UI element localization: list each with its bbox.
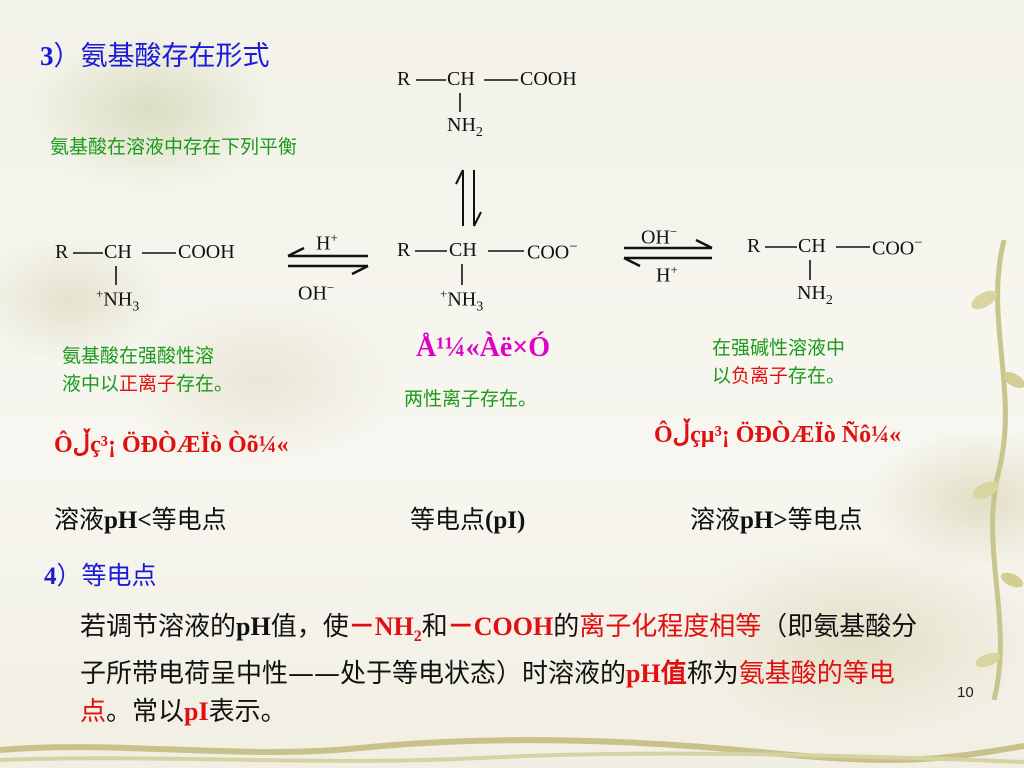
section-3-title: ）氨基酸存在形式: [53, 41, 270, 71]
left-garbled-migration: Ôڵç³¡ ÖÐÒÆÏò Òõ¼«: [54, 432, 289, 458]
right-r-group: R: [747, 235, 761, 257]
right-coo: COO−: [872, 235, 923, 260]
middle-coo: COO−: [527, 239, 578, 264]
right-garbled-migration: Ôڵçµ³¡ ÖÐÒÆÏò Ñô¼«: [654, 422, 902, 448]
middle-nh3: +NH3: [440, 286, 484, 315]
top-nh2: NH2: [447, 114, 483, 140]
label-ph-above-pi: 溶液pH>等电点: [690, 505, 863, 534]
right-basic-note: 在强碱性溶液中 以负离子存在。: [712, 337, 846, 387]
decorative-bottom-border: [0, 737, 1024, 764]
label-ph-below-pi: 溶液pH<等电点: [54, 505, 227, 534]
section-3-number: 3: [40, 41, 54, 71]
middle-garbled-label: Å¹¼«Àë×Ó: [416, 332, 550, 363]
carboxyl-group-term: －COOH: [447, 612, 554, 641]
decorative-vine: [971, 240, 1024, 700]
left-arrow-bottom-label: OH−: [298, 280, 335, 305]
middle-ch: CH: [449, 239, 477, 261]
equilibrium-note: 氨基酸在溶液中存在下列平衡: [50, 136, 298, 158]
section-4-title: ）等电点: [56, 563, 157, 590]
isoelectric-point-definition: 若调节溶液的pH值，使－NH2和－COOH的离子化程度相等（即氨基酸分子所带电荷…: [80, 612, 918, 728]
middle-zwitterion-note: 两性离子存在。: [404, 388, 538, 410]
right-nh2: NH2: [797, 282, 833, 308]
right-arrow-bottom-label: H+: [656, 262, 678, 287]
section-4-heading: 4）等电点: [44, 556, 157, 592]
left-arrow-top-label: H+: [316, 230, 338, 255]
top-cooh: COOH: [520, 68, 577, 90]
middle-r-group: R: [397, 239, 411, 261]
top-r-group: R: [397, 68, 411, 90]
section-3-heading: 3）氨基酸存在形式: [40, 34, 270, 73]
left-ch: CH: [104, 241, 132, 263]
left-cooh: COOH: [178, 241, 235, 263]
amino-group-term: －NH2: [348, 612, 422, 646]
top-ch: CH: [447, 68, 475, 90]
right-ch: CH: [798, 235, 826, 257]
page-number: 10: [957, 684, 974, 701]
left-nh3: +NH3: [96, 286, 140, 315]
left-acidic-note: 氨基酸在强酸性溶 液中以正离子存在。: [62, 345, 234, 395]
right-arrow-top-label: OH−: [641, 224, 678, 249]
left-r-group: R: [55, 241, 69, 263]
section-4-number: 4: [44, 563, 57, 590]
label-isoelectric-point: 等电点(pI): [410, 505, 526, 534]
